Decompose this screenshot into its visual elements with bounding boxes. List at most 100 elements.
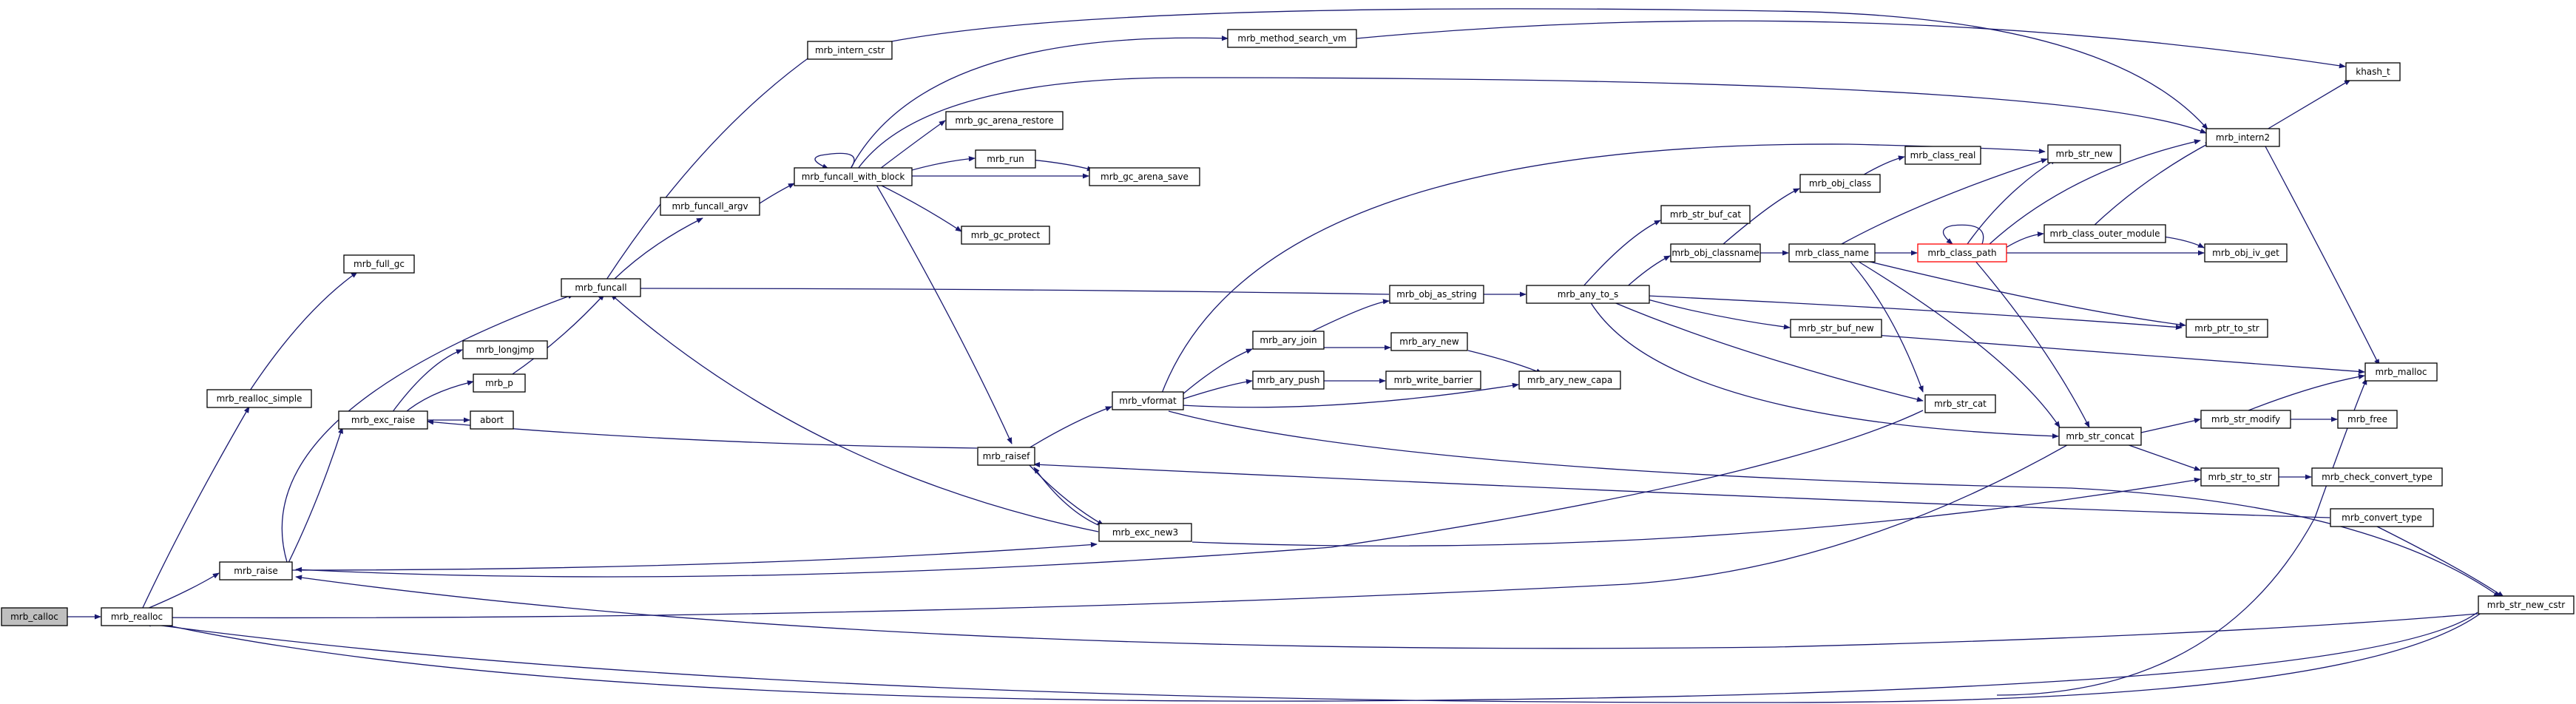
nodes: mrb_calloc mrb_realloc mrb_realloc_simpl… [1,29,2575,626]
node-mrb-raisef[interactable]: mrb_raisef [977,447,1035,466]
svg-text:mrb_obj_iv_get: mrb_obj_iv_get [2212,248,2279,258]
svg-text:mrb_longjmp: mrb_longjmp [476,345,535,355]
node-mrb-longjmp[interactable]: mrb_longjmp [462,340,548,359]
node-mrb-str-to-str[interactable]: mrb_str_to_str [2200,467,2279,487]
svg-text:mrb_str_buf_new: mrb_str_buf_new [1798,323,1874,334]
node-khash-t[interactable]: khash_t [2345,62,2401,81]
edge-str-cat-raise [295,410,1924,578]
node-mrb-run[interactable]: mrb_run [975,149,1036,169]
edge-vformat-str-new [1160,143,2046,396]
svg-text:mrb_p: mrb_p [485,378,513,388]
node-mrb-obj-class[interactable]: mrb_obj_class [1799,174,1881,193]
edge-convert-type-str-new-cstr [2373,524,2504,598]
node-mrb-write-barrier[interactable]: mrb_write_barrier [1385,370,1481,390]
node-mrb-gc-arena-save[interactable]: mrb_gc_arena_save [1089,167,1200,186]
node-mrb-calloc[interactable]: mrb_calloc [1,607,68,626]
node-mrb-obj-iv-get[interactable]: mrb_obj_iv_get [2204,243,2288,263]
edge-p-funcall [510,294,605,376]
node-mrb-free[interactable]: mrb_free [2337,410,2398,429]
node-mrb-gc-protect[interactable]: mrb_gc_protect [961,226,1050,245]
node-mrb-realloc[interactable]: mrb_realloc [101,607,173,626]
node-mrb-str-buf-cat[interactable]: mrb_str_buf_cat [1660,205,1751,224]
edge-any-to-s-str-buf-cat [1582,220,1661,288]
edge-raise-exc-raise [286,427,343,566]
node-abort[interactable]: abort [470,410,514,430]
svg-text:mrb_funcall_argv: mrb_funcall_argv [672,201,748,211]
edge-str-concat-realloc [147,442,2072,620]
edge-realloc-raise [141,572,220,612]
node-mrb-obj-classname[interactable]: mrb_obj_classname [1670,243,1761,263]
edge-raisef-exc-new3 [1028,464,1104,526]
node-mrb-convert-type[interactable]: mrb_convert_type [2330,508,2434,527]
svg-text:mrb_class_path: mrb_class_path [1927,248,1996,258]
edge-vformat-ary-new-capa [1181,382,1519,408]
svg-text:mrb_raisef: mrb_raisef [983,451,1030,461]
node-mrb-ary-push[interactable]: mrb_ary_push [1252,370,1325,390]
node-mrb-raise[interactable]: mrb_raise [219,561,293,581]
node-mrb-str-cat[interactable]: mrb_str_cat [1924,394,1996,413]
svg-text:mrb_ary_new: mrb_ary_new [1399,336,1459,347]
node-mrb-check-convert-type[interactable]: mrb_check_convert_type [2311,467,2443,487]
node-mrb-intern-cstr[interactable]: mrb_intern_cstr [807,41,893,60]
node-mrb-ary-new[interactable]: mrb_ary_new [1390,332,1468,351]
node-mrb-str-concat[interactable]: mrb_str_concat [2058,427,2142,446]
edge-realloc-realloc-simple [141,406,250,610]
node-mrb-ptr-to-str[interactable]: mrb_ptr_to_str [2185,319,2268,338]
node-mrb-any-to-s[interactable]: mrb_any_to_s [1526,285,1650,304]
svg-text:mrb_intern2: mrb_intern2 [2216,132,2270,143]
node-mrb-malloc[interactable]: mrb_malloc [2364,362,2438,382]
svg-text:mrb_vformat: mrb_vformat [1119,396,1177,406]
edge-str-concat-str-modify [2140,418,2201,433]
node-mrb-gc-arena-restore[interactable]: mrb_gc_arena_restore [945,111,1064,130]
node-mrb-exc-raise[interactable]: mrb_exc_raise [338,410,428,430]
svg-text:mrb_calloc: mrb_calloc [10,612,58,622]
node-mrb-class-name[interactable]: mrb_class_name [1788,243,1876,263]
node-mrb-vformat[interactable]: mrb_vformat [1112,391,1184,410]
node-mrb-funcall-with-block[interactable]: mrb_funcall_with_block [794,167,913,186]
edge-exc-raise-longjmp [391,349,463,413]
edge-str-new-cstr-raise [295,575,2478,649]
node-mrb-class-outer-module[interactable]: mrb_class_outer_module [2043,224,2166,243]
node-mrb-str-buf-new[interactable]: mrb_str_buf_new [1790,319,1882,338]
node-mrb-realloc-simple[interactable]: mrb_realloc_simple [206,389,312,408]
edge-class-name-str-new [1841,158,2048,245]
svg-text:mrb_str_new_cstr: mrb_str_new_cstr [2487,600,2565,610]
node-mrb-method-search-vm[interactable]: mrb_method_search_vm [1227,29,1357,48]
node-mrb-exc-new3[interactable]: mrb_exc_new3 [1098,523,1192,542]
node-mrb-str-modify[interactable]: mrb_str_modify [2200,410,2291,429]
edge-str-new-cstr-malloc [144,609,2486,703]
edge-class-path-class-outer-module [2005,231,2044,248]
edge-funcall-funcall-argv [613,217,703,280]
node-mrb-str-new[interactable]: mrb_str_new [2047,144,2121,163]
node-mrb-ary-join[interactable]: mrb_ary_join [1252,331,1325,350]
svg-text:khash_t: khash_t [2356,67,2390,77]
node-mrb-intern2[interactable]: mrb_intern2 [2205,128,2280,147]
svg-text:mrb_intern_cstr: mrb_intern_cstr [815,45,885,55]
edge-class-path-intern2 [1989,139,2201,245]
node-mrb-obj-as-string[interactable]: mrb_obj_as_string [1389,285,1484,304]
edge-funcall-argv-funcall-with-block [757,183,795,206]
svg-text:mrb_str_buf_cat: mrb_str_buf_cat [1670,209,1742,220]
edge-any-to-s-str-cat [1612,301,1924,402]
svg-text:mrb_free: mrb_free [2347,414,2387,424]
edge-exc-new3-str-to-str [1191,477,2201,546]
node-mrb-full-gc[interactable]: mrb_full_gc [343,254,415,274]
node-mrb-str-new-cstr[interactable]: mrb_str_new_cstr [2478,595,2575,615]
svg-text:mrb_ary_push: mrb_ary_push [1257,375,1320,385]
node-mrb-class-real[interactable]: mrb_class_real [1904,146,1981,165]
node-mrb-p[interactable]: mrb_p [473,373,526,393]
node-mrb-funcall-argv[interactable]: mrb_funcall_argv [660,197,760,216]
edge-realloc-malloc-up [1996,378,2367,696]
node-mrb-class-path[interactable]: mrb_class_path [1917,243,2007,263]
svg-text:mrb_class_real: mrb_class_real [1910,150,1976,160]
edge-class-name-ptr-to-str [1863,260,2186,328]
edge-obj-classname-obj-class [1723,188,1800,245]
node-mrb-ary-new-capa[interactable]: mrb_ary_new_capa [1518,370,1621,390]
edge-str-new-cstr-realloc [147,612,2478,702]
svg-text:mrb_str_new: mrb_str_new [2056,149,2113,159]
svg-text:mrb_ptr_to_str: mrb_ptr_to_str [2194,323,2259,334]
edge-funcall-with-block-self [814,152,855,169]
node-mrb-funcall[interactable]: mrb_funcall [561,278,641,297]
edge-funcall-with-block-gc-protect [879,184,962,232]
edge-str-concat-str-to-str [2122,442,2201,471]
